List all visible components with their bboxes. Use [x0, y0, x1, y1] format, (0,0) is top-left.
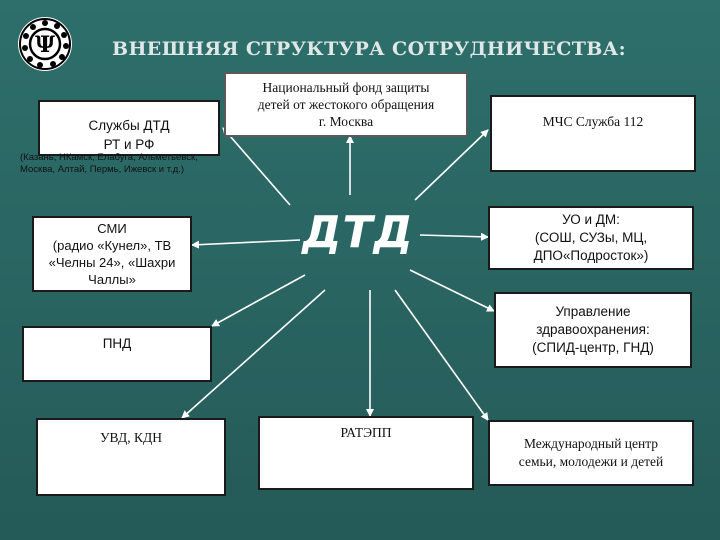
- pnd-label: ПНД: [102, 336, 132, 351]
- uo-line1: УО и ДМ:: [562, 212, 620, 227]
- intl-line2: семьи, молодежи и детей: [518, 454, 664, 469]
- uo-line3: ДПО«Подросток»): [533, 248, 649, 263]
- center-label: ДТД: [302, 207, 414, 258]
- national-fund-line1: Национальный фонд защиты: [262, 80, 430, 95]
- health-line2: здравоохранения:: [536, 322, 650, 337]
- national-fund-line2: детей от жестокого обращения: [257, 97, 435, 112]
- national-fund-box: Национальный фонд защиты детей от жесток…: [224, 72, 468, 137]
- svg-text:Ψ: Ψ: [35, 32, 55, 58]
- services-line1: Службы ДТД: [88, 118, 170, 133]
- smi-line2: (радио «Кунел», ТВ: [52, 238, 172, 253]
- uvd-label: УВД, КДН: [100, 430, 162, 445]
- health-line3: (СПИД-центр, ГНД): [532, 340, 654, 355]
- services-line2: РТ и РФ: [103, 137, 155, 152]
- services-cities: (Казань, НКамск, Елабуга, Альметьевск, М…: [20, 152, 198, 175]
- smi-line3: «Челны 24», «Шахри: [48, 255, 176, 270]
- mchs-label: МЧС Служба 112: [542, 114, 644, 129]
- psi-emblem-icon: Ψ: [18, 17, 72, 71]
- uo-line2: (СОШ, СУЗы, МЦ,: [534, 230, 648, 245]
- uvd-box: УВД, КДН: [36, 418, 226, 496]
- pnd-box: ПНД: [22, 326, 212, 382]
- ratepp-label: РАТЭПП: [340, 425, 392, 440]
- health-box: Управление здравоохранения: (СПИД-центр,…: [494, 292, 692, 368]
- ratepp-box: РАТЭПП: [258, 416, 474, 490]
- smi-box: СМИ (радио «Кунел», ТВ «Челны 24», «Шахр…: [32, 216, 192, 292]
- mchs-box: МЧС Служба 112: [490, 95, 696, 172]
- smi-line1: СМИ: [97, 221, 127, 236]
- intl-box: Международный центр семьи, молодежи и де…: [488, 420, 694, 486]
- intl-line1: Международный центр: [523, 436, 659, 451]
- uo-box: УО и ДМ: (СОШ, СУЗы, МЦ, ДПО«Подросток»): [488, 206, 694, 270]
- services-box: Службы ДТД РТ и РФ: [38, 100, 220, 156]
- national-fund-line3: г. Москва: [318, 114, 374, 129]
- health-line1: Управление: [555, 304, 631, 319]
- page-title: ВНЕШНЯЯ СТРУКТУРА СОТРУДНИЧЕСТВА:: [112, 38, 627, 60]
- smi-line4: Чаллы»: [88, 272, 136, 287]
